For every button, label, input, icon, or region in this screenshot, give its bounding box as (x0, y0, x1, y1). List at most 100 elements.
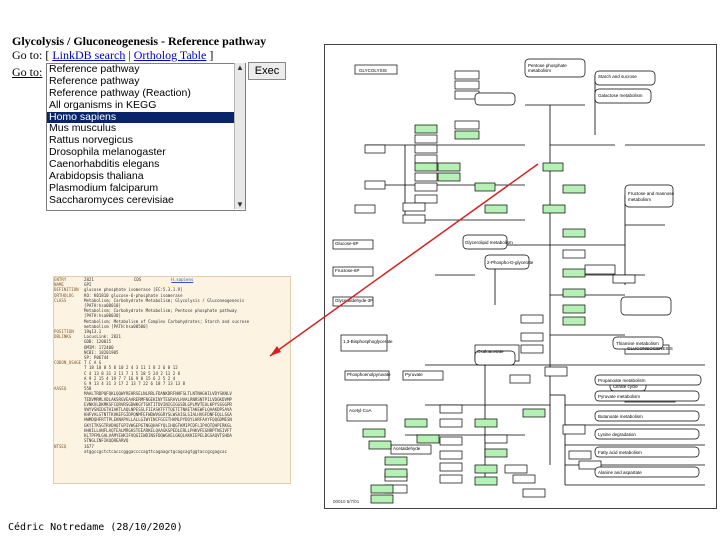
gene-field-key: NAME (54, 282, 64, 288)
gene-entry-row: HHKILLANFLAQTEALMRGKSTEEARKELQAAGKSPEDLE… (54, 428, 290, 433)
gene-field-value: GKYITKSGTRVDHQTGPIVWGEPGTNGQHAFYQLIHQGTK… (84, 422, 232, 428)
scroll-up-icon[interactable]: ▲ (236, 63, 244, 72)
ortholog-table-link[interactable]: Ortholog Table (133, 48, 207, 62)
organism-option[interactable]: Caenorhabditis elegans (49, 158, 160, 171)
gene-field-key: DEFINITION (54, 287, 79, 293)
organism-option[interactable]: Mus musculus (49, 122, 117, 135)
gene-entry-row: [PATH:hsa00010] (54, 303, 290, 308)
organism-option[interactable]: Plasmodium falciparum (49, 181, 159, 194)
gene-entry-row: T 18 18 8 5 8 10 2 4 3 11 1 8 2 6 8 12 (54, 365, 290, 370)
author-credit: Cédric Notredame (28/10/2020) (8, 522, 183, 533)
page-title: Glycolysis / Gluconeogenesis - Reference… (12, 34, 267, 48)
gene-field-key: CODON_USAGE (54, 360, 82, 366)
organism-option[interactable]: Drosophila melanogaster (49, 146, 166, 159)
svg-text:Lysine degradation: Lysine degradation (598, 432, 636, 437)
gene-field-value: T C A G (84, 360, 102, 366)
organism-option[interactable]: Saccharomyces cerevisiae (49, 193, 174, 206)
gene-field-value: glucose phosphate isomerase [EC:5.3.1.9] (84, 287, 183, 293)
gene-field-value: STNGLINFIKQQREARVQ (84, 438, 129, 444)
gene-field-value: Metabolism; Carbohydrate Metabolism; Pen… (84, 308, 237, 314)
svg-text:Butanoate metabolism: Butanoate metabolism (598, 414, 643, 419)
svg-text:Glycerolipid metabolism: Glycerolipid metabolism (465, 240, 513, 245)
gene-field-value: metabolism [PATH:hsa00500] (84, 323, 149, 329)
listbox-scrollbar[interactable]: ▲ ▼ (234, 63, 245, 209)
gene-entry-row: ORTHOLOG KO: K01810 glucose-6-phosphate i… (54, 293, 290, 298)
exec-button[interactable]: Exec (248, 62, 286, 80)
gene-entry-row: OMIM: 172400 (54, 345, 290, 350)
gene-field-value: SP: P06744 (84, 355, 109, 361)
gene-entry-row: KLTPFMLGALVAMYEHKIFVQGIIWDINSFDQWGVELGKQ… (54, 433, 290, 438)
gene-field-value: HHKILLANFLAQTEALMRGKSTEEARKELQAAGKSPEDLE… (84, 427, 232, 433)
gene-organism-link[interactable]: H.sapiens (171, 277, 194, 282)
svg-text:Acetyl-CoA: Acetyl-CoA (349, 408, 372, 413)
organism-option[interactable]: Arabidopsis thaliana (49, 170, 144, 183)
gene-field-value: atggccgctctcacccgggaccccagttcagaagctgcag… (84, 448, 227, 454)
linkdb-search-link[interactable]: LinkDB search (52, 48, 126, 62)
svg-text:Glucose-6P: Glucose-6P (335, 241, 359, 246)
gene-entry-row: A 9 2 15 4 19 7 7 16 9 8 15 6 2 5 2 4 (54, 376, 290, 381)
svg-text:Citrate cycle: Citrate cycle (613, 384, 638, 389)
organism-option[interactable]: Rattus norvegicus (49, 134, 134, 147)
gene-field-value: MAALTRDPQFQKLQQWYREHRSELNLRRLFDANKDRFNHF… (84, 391, 232, 397)
organism-option[interactable]: Reference pathway (Reaction) (49, 86, 191, 99)
organism-option[interactable]: Reference pathway (49, 63, 140, 75)
gene-field-value: G 9 13 4 31 3 17 2 13 7 22 6 18 7 13 13 … (84, 381, 186, 387)
gene-field-value: OMIM: 172400 (84, 344, 114, 350)
gene-field-value: KLTPFMLGALVAMYEHKIFVQGIIWDINSFDQWGVELGKQ… (84, 433, 232, 439)
svg-text:1,3-Bisphosphoglycerate: 1,3-Bisphosphoglycerate (343, 339, 393, 344)
gene-entry-row: [PATH:hsa00030] (54, 313, 290, 318)
gene-field-key: ORTHOLOG (54, 292, 74, 298)
gene-field-value: [PATH:hsa00030] (84, 313, 121, 319)
svg-text:Galactose metabolism: Galactose metabolism (598, 93, 643, 98)
svg-text:Fatty acid metabolism: Fatty acid metabolism (598, 450, 642, 455)
organism-option[interactable]: All organisms in KEGG (49, 98, 157, 111)
gene-field-key: CLASS (54, 297, 67, 303)
gene-entry-row: GKYITKSGTRVDHQTGPIVWGEPGTNGQHAFYQLIHQGTK… (54, 423, 290, 428)
gene-field-value: [PATH:hsa00010] (84, 303, 121, 309)
gene-field-value: VWYVSNIDGTHIAKTLAQLNPESSLFIIASKTFTTQETIT… (84, 407, 232, 413)
gene-field-value: GDB: 120015 (84, 339, 112, 345)
svg-text:Alanine and aspartate: Alanine and aspartate (598, 470, 642, 475)
gene-entry-row: metabolism [PATH:hsa00500] (54, 324, 290, 329)
svg-text:GLUCONEOGENESIS: GLUCONEOGENESIS (627, 346, 673, 351)
gene-entry-row: HWMDQHFRTTPLEKNAPVLLALLGIWYINCFGCETHAMLP… (54, 417, 290, 422)
gene-field-value: Metabolism; Carbohydrate Metabolism; Gly… (84, 297, 245, 303)
svg-text:2-Phospho-D-glycerate: 2-Phospho-D-glycerate (487, 260, 534, 265)
gene-field-value: Metabolism; Metabolism of Complex Carboh… (84, 318, 250, 324)
gene-field-value: A 9 2 15 4 19 7 7 16 9 8 15 6 2 5 2 4 (84, 375, 176, 381)
map-footer: 00010 5/7/01 (333, 499, 360, 504)
gene-field-value: LocusLink: 2821 (84, 334, 121, 340)
svg-text:Starch and sucrose: Starch and sucrose (598, 74, 637, 79)
gene-field-extra: CDS (133, 277, 142, 282)
gene-entry-row: GDB: 120015 (54, 339, 290, 344)
gene-field-value: KO: K01810 glucose-6-phosphate isomerase (84, 292, 183, 298)
gene-entry-row: NCBI: 18201905 (54, 350, 290, 355)
svg-text:Oxaloacetate: Oxaloacetate (477, 349, 504, 354)
gene-entry-row: C 4 13 8 31 3 11 7 1 5 18 5 24 2 11 2 8 (54, 371, 290, 376)
gene-field-value: 558 (84, 386, 92, 392)
gene-field-value: HWMDQHFRTTPLEKNAPVLLALLGIWYINCFGCETHAMLP… (84, 417, 232, 423)
gene-field-value: C 4 13 8 31 3 11 7 1 5 18 5 24 2 11 2 8 (84, 370, 181, 376)
gene-entry-row: MAALTRDPQFQKLQQWYREHRSELNLRRLFDANKDRFNHF… (54, 391, 290, 396)
gene-entry-row: Metabolism; Carbohydrate Metabolism; Pen… (54, 308, 290, 313)
goto-label: Go to: [ (12, 48, 50, 62)
organism-option[interactable]: Reference pathway (49, 74, 140, 87)
gene-field-key: ENTRY (54, 277, 67, 282)
close-bracket: ] (206, 48, 214, 62)
svg-text:Fructose and mannose: Fructose and mannose (628, 191, 675, 196)
gene-field-value: 19q13.1 (84, 329, 102, 335)
scroll-down-icon[interactable]: ▼ (236, 200, 244, 209)
svg-text:metabolism: metabolism (528, 68, 551, 73)
svg-text:Pentose phosphate: Pentose phosphate (528, 63, 567, 68)
organism-option[interactable]: Homo sapiens (47, 111, 245, 124)
